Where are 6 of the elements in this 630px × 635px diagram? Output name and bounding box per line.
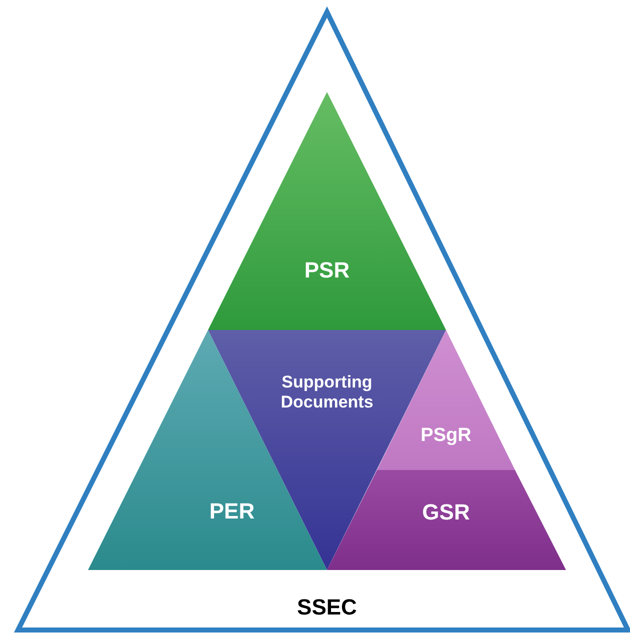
segment-label: Supporting Documents [280,372,374,412]
segment-label: PER [208,498,256,524]
segment-label: SSEC [296,594,358,620]
segment-label: PSR [303,257,351,283]
segment-label: PSgR [420,425,472,447]
segment-label: GSR [421,499,471,525]
